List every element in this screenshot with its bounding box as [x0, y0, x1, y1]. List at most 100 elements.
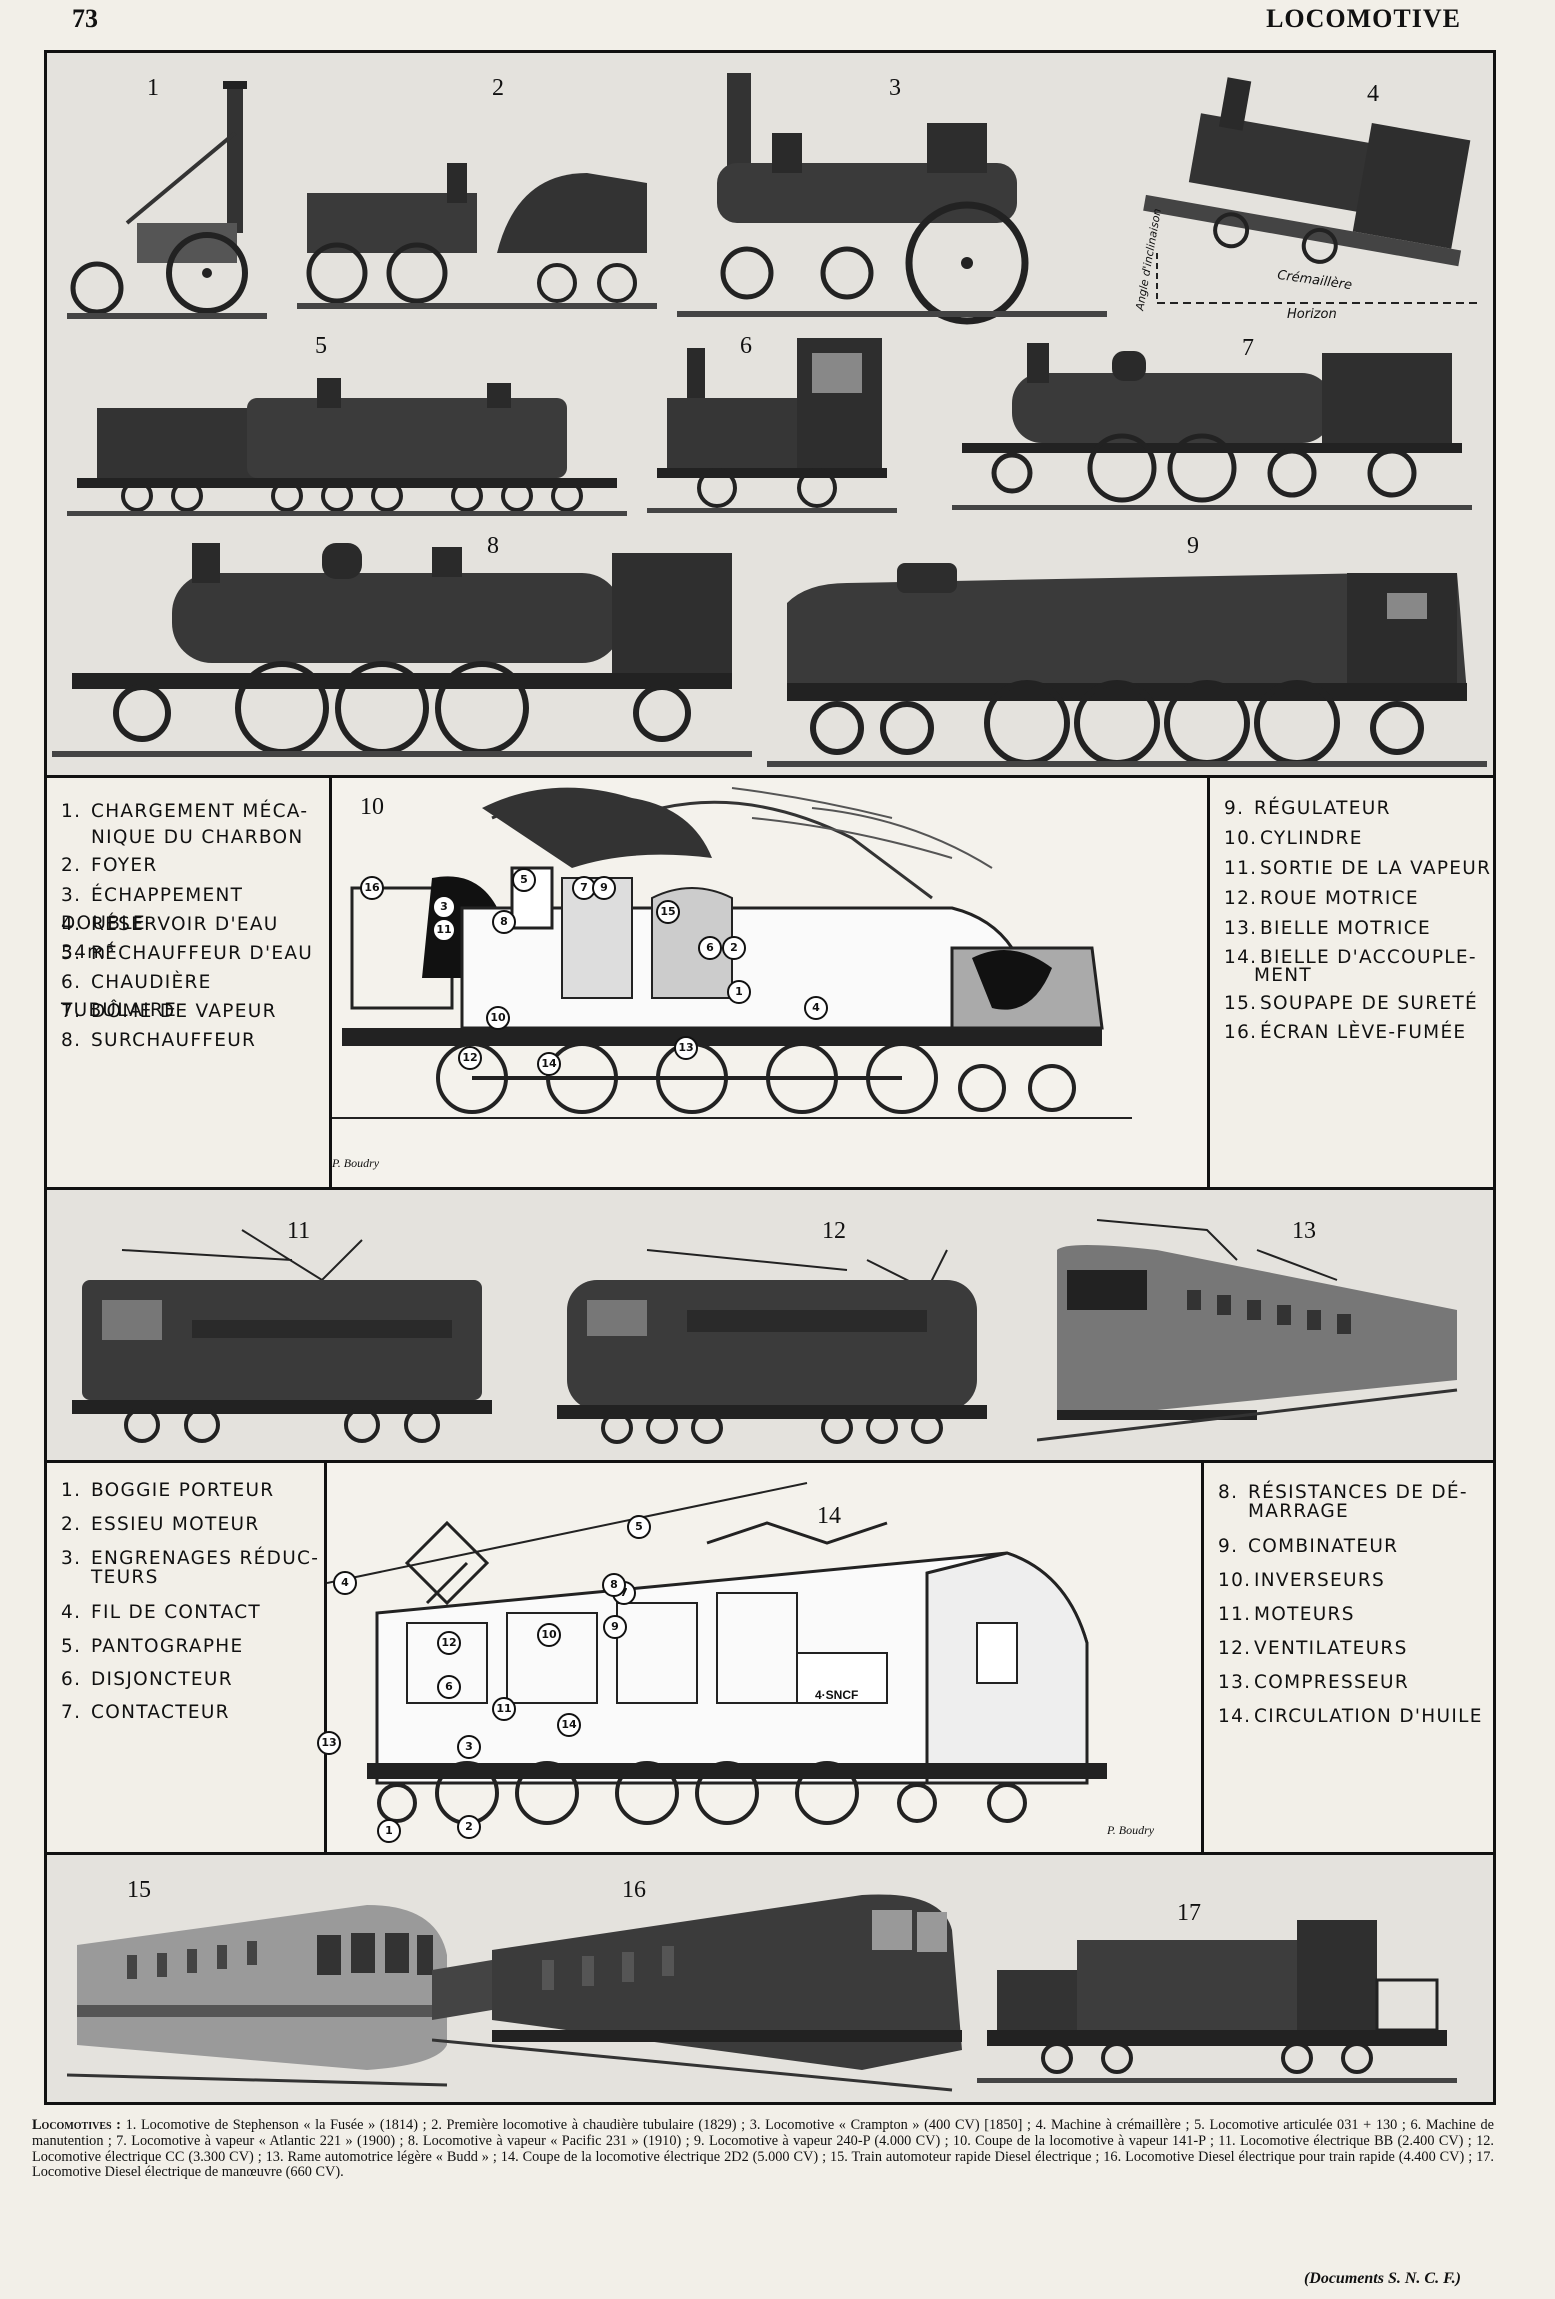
electric-legend-item: 9.COMBINATEUR: [1218, 1533, 1488, 1561]
electric-legend-item: 1.BOGGIE PORTEUR: [61, 1477, 331, 1505]
legend-number: 5.: [61, 943, 82, 964]
legend-text: MENT: [1254, 965, 1312, 986]
legend-number: 11.: [1218, 1604, 1252, 1625]
photo-240p: [767, 543, 1487, 773]
legend-text: INVERSEURS: [1254, 1570, 1386, 1591]
legend-text: BIELLE MOTRICE: [1260, 918, 1431, 939]
legend-number: 7.: [61, 1001, 82, 1022]
callout-marker: 8: [492, 910, 516, 934]
legend-number: 15.: [1224, 993, 1258, 1014]
legend-number: 3.: [61, 1548, 82, 1569]
callout-marker: 2: [722, 936, 746, 960]
legend-number: 6.: [61, 1669, 82, 1690]
steam-legend-item: 9.RÉGULATEUR: [1224, 795, 1494, 823]
steam-legend-item: 8. SURCHAUFFEUR: [61, 1027, 331, 1055]
legend-number: 2.: [61, 1514, 82, 1535]
legend-text: TEURS: [91, 1567, 159, 1588]
legend-number: 8.: [1218, 1482, 1239, 1503]
legend-number: 16.: [1224, 1022, 1258, 1043]
photo-stephenson-rocket: [57, 73, 277, 333]
callout-marker: 12: [458, 1046, 482, 1070]
callout-marker: 14: [557, 1713, 581, 1737]
caption-lead: Locomotives :: [32, 2117, 121, 2133]
legend-text: FOYER: [91, 855, 158, 876]
legend-text: VENTILATEURS: [1254, 1638, 1408, 1659]
legend-text: DÔME DE VAPEUR: [91, 1001, 277, 1022]
steam-legend-item: 6.CHAUDIÈRE TUBULAIRE: [61, 969, 331, 1025]
legend-text: ÉCRAN LÈVE-FUMÉE: [1260, 1022, 1467, 1043]
legend-number: 8.: [61, 1030, 82, 1051]
photo-number-8: 8: [487, 533, 499, 559]
legend-text: BIELLE D'ACCOUPLE-: [1260, 947, 1477, 968]
legend-number: 1.: [61, 801, 82, 822]
page-title: LOCOMOTIVE: [1266, 4, 1461, 33]
legend-number: 3.: [61, 885, 82, 906]
legend-number: 5.: [61, 1636, 82, 1657]
legend-text: MARRAGE: [1248, 1501, 1350, 1522]
source-credit: (Documents S. N. C. F.): [1303, 2270, 1461, 2287]
callout-marker: 3: [432, 895, 456, 919]
legend-text: PANTOGRAPHE: [91, 1636, 244, 1657]
electric-legend-item: 12.VENTILATEURS: [1218, 1635, 1488, 1663]
steam-legend-item: 5. RÉCHAUFFEUR D'EAU: [61, 940, 331, 968]
photo-electric-cc: [547, 1220, 997, 1450]
steam-legend-item: 3.ÉCHAPPEMENT DOUBLE: [61, 882, 331, 938]
legend-text: RÉCHAUFFEUR D'EAU: [91, 943, 314, 964]
page-number: 73: [72, 4, 98, 33]
callout-marker: 16: [360, 876, 384, 900]
callout-marker: 11: [432, 918, 456, 942]
photo-pacific-231: [52, 533, 752, 763]
photo-number-9: 9: [1187, 533, 1199, 559]
diagram-number-10: 10: [360, 794, 384, 820]
legend-number: 13.: [1218, 1672, 1252, 1693]
steam-legend-item: 13.BIELLE MOTRICE: [1224, 915, 1494, 943]
illustration-plate: 1 2: [44, 50, 1496, 2105]
callout-marker: 4: [333, 1571, 357, 1595]
legend-number: 4.: [61, 914, 82, 935]
legend-text: ESSIEU MOTEUR: [91, 1514, 260, 1535]
callout-marker: 8: [602, 1573, 626, 1597]
callout-marker: 3: [457, 1735, 481, 1759]
legend-text: RÉGULATEUR: [1254, 798, 1391, 819]
callout-marker: 9: [603, 1615, 627, 1639]
legend-text: ROUE MOTRICE: [1260, 888, 1419, 909]
callout-marker: 14: [537, 1052, 561, 1076]
photo-diesel-railcar: [67, 1875, 457, 2095]
legend-text: CONTACTEUR: [91, 1702, 230, 1723]
legend-number: 12.: [1224, 888, 1258, 909]
steam-legend-item: 2.FOYER: [61, 852, 331, 880]
photo-number-12: 12: [822, 1218, 846, 1244]
legend-text: SURCHAUFFEUR: [91, 1030, 257, 1051]
electric-legend-item: MARRAGE: [1218, 1498, 1488, 1526]
electric-legend-item: 8.RÉSISTANCES DE DÉ-: [1218, 1479, 1488, 1507]
steam-legend-item: 10.CYLINDRE: [1224, 825, 1494, 853]
callout-marker: 10: [537, 1623, 561, 1647]
legend-number: 1.: [61, 1480, 82, 1501]
legend-number: 10.: [1224, 828, 1258, 849]
photo-number-2: 2: [492, 75, 504, 101]
photo-number-6: 6: [740, 333, 752, 359]
electric-legend-item: 5. PANTOGRAPHE: [61, 1633, 331, 1661]
horizon-label: Horizon: [1287, 307, 1337, 322]
legend-text: COMPRESSEUR: [1254, 1672, 1410, 1693]
steam-legend-item: 7. DÔME DE VAPEUR: [61, 998, 331, 1026]
photo-number-17: 17: [1177, 1900, 1201, 1926]
steam-photos-row: 1 2: [47, 53, 1493, 778]
callout-marker: 2: [457, 1815, 481, 1839]
callout-marker: 13: [674, 1036, 698, 1060]
photo-number-4: 4: [1367, 81, 1379, 107]
photo-tubular-boiler-loco: [297, 143, 657, 333]
legend-text: CIRCULATION D'HUILE: [1254, 1706, 1483, 1727]
legend-number: 10.: [1218, 1570, 1252, 1591]
legend-number: 14.: [1218, 1706, 1252, 1727]
electric-legend-item: 3.ENGRENAGES RÉDUC-: [61, 1545, 331, 1573]
electric-legend-item: 14.CIRCULATION D'HUILE: [1218, 1703, 1488, 1731]
photo-number-1: 1: [147, 75, 159, 101]
legend-text: CYLINDRE: [1260, 828, 1363, 849]
diesel-photos-row: 15 16 17: [47, 1855, 1493, 2102]
photo-articulated-loco: [67, 368, 627, 518]
steam-legend-item: 14.BIELLE D'ACCOUPLE-: [1224, 944, 1494, 972]
photo-shunting-loco: [647, 328, 897, 518]
